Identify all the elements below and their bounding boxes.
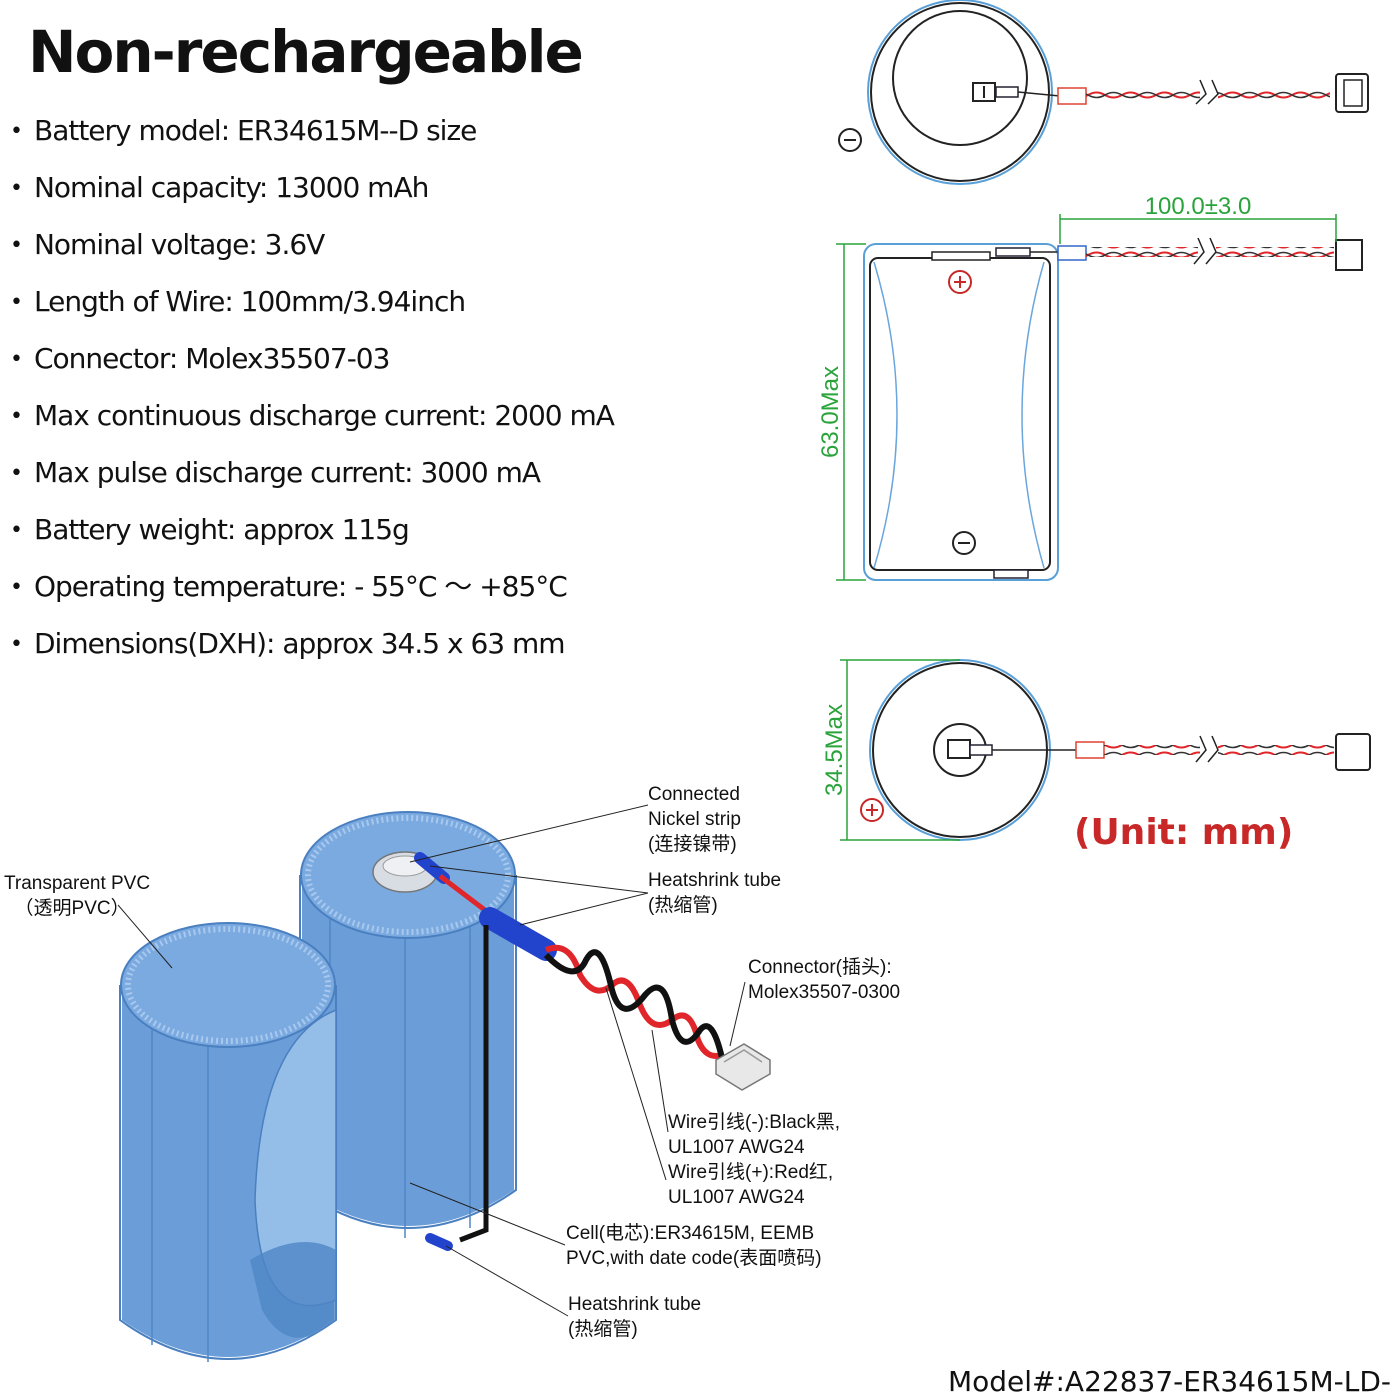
callout-heatshrink-top: Heatshrink tube (热缩管)	[648, 870, 782, 916]
spec-battery-model: Battery model: ER34615M--D size	[10, 108, 614, 165]
page-title: Non-rechargeable	[28, 18, 584, 86]
connector-icon	[1335, 733, 1371, 771]
spec-nominal-voltage: Nominal voltage: 3.6V	[10, 222, 614, 279]
spec-weight: Battery weight: approx 115g	[10, 507, 614, 564]
model-number: Model#:A22837-ER34615M-LD-	[947, 1365, 1391, 1398]
callout-wires: Wire引线(-):Black黑, UL1007 AWG24 Wire引线(+)…	[668, 1112, 841, 1208]
battery-3d-illustration	[119, 811, 771, 1362]
callout-nickel-strip: Connected Nickel strip (连接镍带)	[648, 784, 741, 855]
connector-side-icon	[1335, 239, 1363, 271]
side-view: 100.0±3.0 63.0Max	[817, 193, 1363, 581]
spec-nominal-capacity: Nominal capacity: 13000 mAh	[10, 165, 614, 222]
top-view-upper	[838, 0, 1369, 185]
terminal-tab-icon	[947, 739, 971, 759]
spec-continuous-discharge: Max continuous discharge current: 2000 m…	[10, 393, 615, 450]
callout-transparent-pvc: Transparent PVC （透明PVC）	[4, 873, 151, 919]
callout-heatshrink-bottom: Heatshrink tube (热缩管)	[568, 1294, 702, 1340]
spec-wire-length: Length of Wire: 100mm/3.94inch	[10, 279, 614, 336]
spec-pulse-discharge: Max pulse discharge current: 3000 mA	[10, 450, 614, 507]
diameter-dimension: 34.5Max	[821, 704, 848, 796]
spec-connector: Connector: Molex35507-03	[10, 336, 614, 393]
wire-length-dimension: 100.0±3.0	[1145, 193, 1252, 220]
callout-connector: Connector(插头): Molex35507-0300	[748, 957, 901, 1003]
spec-operating-temperature: Operating temperature: - 55°C 〜 +85°C	[10, 564, 614, 621]
unit-label: (Unit: mm)	[1074, 812, 1294, 853]
top-view-lower: 34.5Max	[821, 659, 1371, 841]
spec-list: Battery model: ER34615M--D size Nominal …	[10, 108, 615, 678]
callout-leaders	[117, 804, 746, 1317]
height-dimension: 63.0Max	[817, 366, 844, 458]
spec-dimensions: Dimensions(DXH): approx 34.5 x 63 mm	[10, 621, 614, 678]
callout-cell: Cell(电芯):ER34615M, EEMB PVC,with date co…	[566, 1223, 822, 1269]
